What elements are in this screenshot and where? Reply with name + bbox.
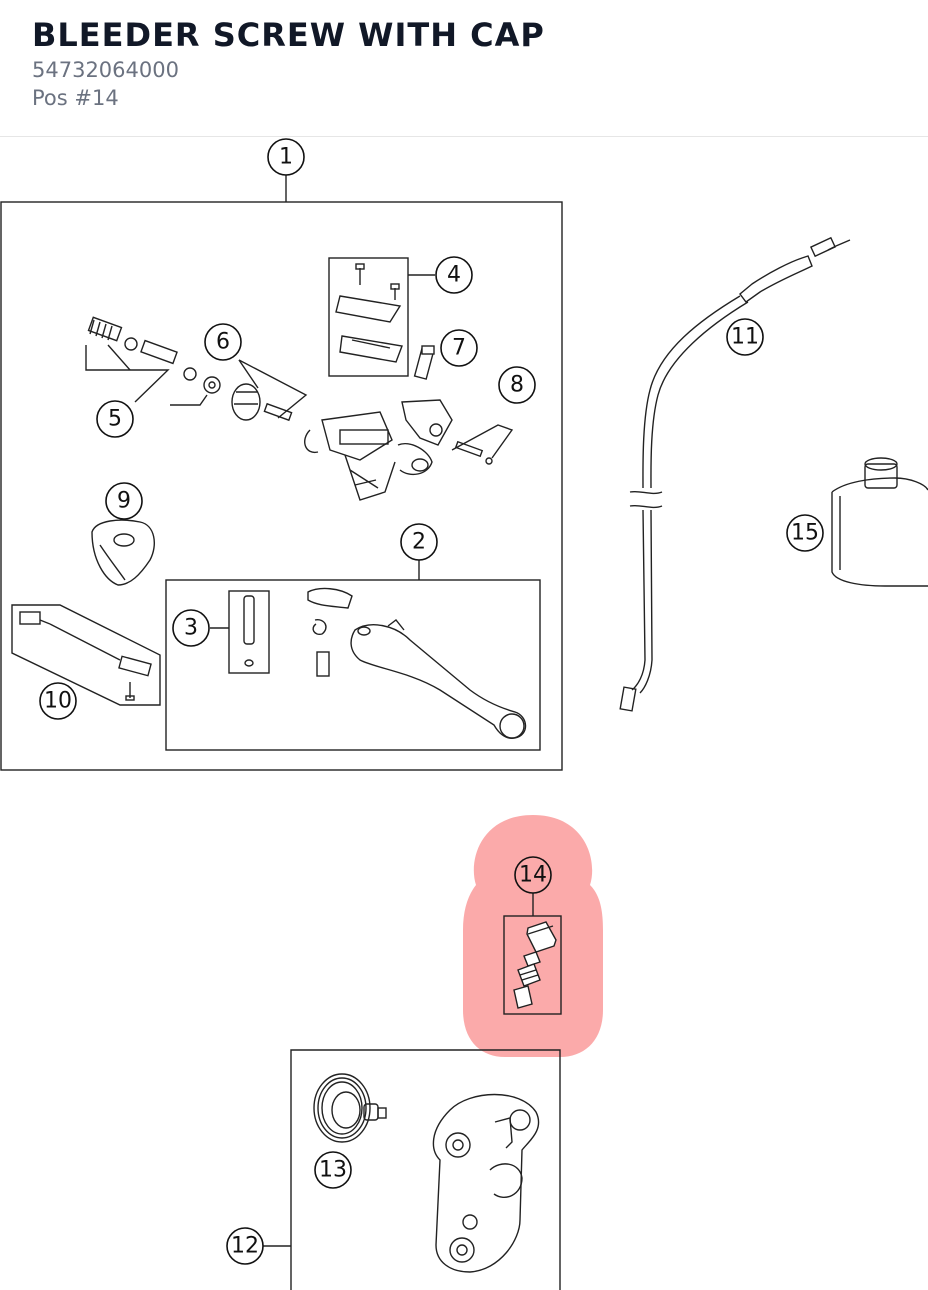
part-frame-pin: [228, 590, 270, 674]
callout-label-10: 10: [44, 689, 72, 714]
callout-2[interactable]: [400, 523, 438, 561]
callout-label-1: 1: [279, 145, 293, 170]
callout-label-4: 4: [447, 263, 461, 288]
exploded-parts-diagram: 1 2 3 4 5 6 7 8 9 10 11 12 13 14 15: [0, 138, 928, 1290]
part-piston-spring: [87, 316, 221, 394]
callout-1[interactable]: [267, 138, 305, 176]
part-frame-sensor: [11, 604, 161, 706]
part-lever-bolt: [243, 595, 255, 667]
part-hand-brake-lever: [307, 587, 527, 740]
callout-8[interactable]: [498, 366, 536, 404]
assembly-frame-master-cylinder: [0, 201, 563, 771]
callout-label-12: 12: [231, 1234, 259, 1259]
part-number: 54732064000: [32, 58, 179, 82]
part-bleeder-screw-with-cap: [513, 921, 557, 1009]
part-master-cylinder-body: [304, 399, 453, 501]
part-bolt: [413, 345, 435, 380]
callout-label-14: 14: [519, 863, 547, 888]
part-protection-cap: [91, 519, 156, 586]
part-position: Pos #14: [32, 86, 119, 110]
callout-9[interactable]: [105, 482, 143, 520]
callout-label-5: 5: [108, 407, 122, 432]
part-piston-seal: [231, 383, 293, 422]
callout-5[interactable]: [96, 400, 134, 438]
callout-10[interactable]: [39, 682, 77, 720]
callout-12[interactable]: [226, 1227, 264, 1265]
callout-14[interactable]: [514, 856, 552, 894]
part-brake-fluid: [831, 457, 928, 587]
assembly-frame-caliper: [290, 1049, 561, 1290]
callout-13[interactable]: [314, 1151, 352, 1189]
callout-label-9: 9: [117, 489, 131, 514]
part-brake-caliper: [432, 1093, 540, 1273]
part-brake-light-switch: [19, 611, 152, 701]
callout-15[interactable]: [786, 514, 824, 552]
callout-label-11: 11: [731, 325, 759, 350]
part-header: BLEEDER SCREW WITH CAP 54732064000 Pos #…: [0, 0, 928, 137]
callout-label-3: 3: [184, 616, 198, 641]
callout-label-7: 7: [452, 336, 466, 361]
assembly-frame-lever: [165, 579, 541, 751]
callout-6[interactable]: [204, 323, 242, 361]
callout-3[interactable]: [172, 609, 210, 647]
part-frame-cover: [328, 257, 409, 377]
part-caliper-piston: [313, 1073, 387, 1143]
part-lever-pin: [454, 440, 493, 465]
callout-11[interactable]: [726, 318, 764, 356]
part-reservoir-cover: [335, 263, 403, 363]
callout-label-2: 2: [412, 530, 426, 555]
part-brake-line: [619, 236, 851, 712]
callout-label-6: 6: [216, 330, 230, 355]
part-title: BLEEDER SCREW WITH CAP: [32, 16, 545, 54]
callout-label-13: 13: [319, 1158, 347, 1183]
callout-label-8: 8: [510, 373, 524, 398]
callout-label-15: 15: [791, 521, 819, 546]
callout-7[interactable]: [440, 329, 478, 367]
callout-4[interactable]: [435, 256, 473, 294]
